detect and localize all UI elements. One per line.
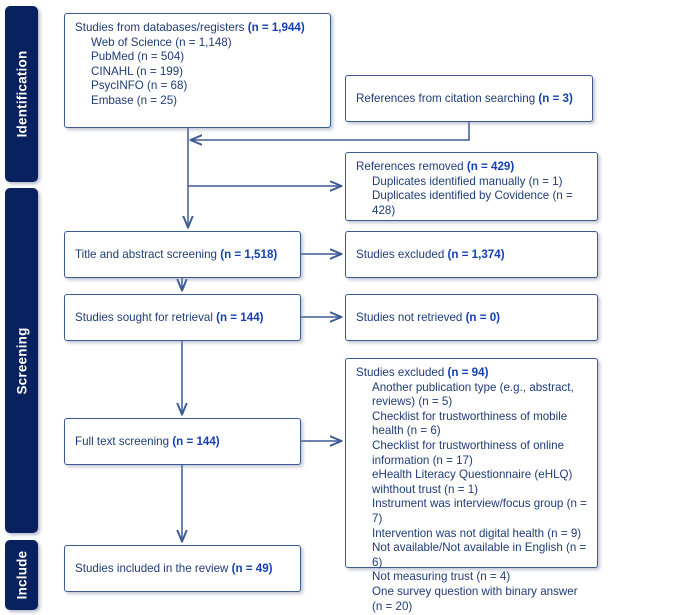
box-removed-header-text: References removed xyxy=(356,160,467,173)
stage-bar-include: Include xyxy=(5,540,38,610)
box-included-header: Studies included in the review (n = 49) xyxy=(75,562,273,577)
box-excluded-fulltext-header-count: (n = 94) xyxy=(447,366,489,379)
box-citation-header-count: (n = 3) xyxy=(538,91,573,105)
box-not-retrieved-header-text: Studies not retrieved xyxy=(356,310,466,324)
box-title-and-abstract-screening: Title and abstract screening (n = 1,518) xyxy=(64,231,301,278)
box-studies-excluded-fulltext: Studies excluded (n = 94) Another public… xyxy=(345,358,598,615)
box-databases-item-0: Web of Science (n = 1,148) xyxy=(91,35,232,49)
box-removed-header: References removed (n = 429) xyxy=(356,160,589,175)
box-studies-sought-for-retrieval: Studies sought for retrieval (n = 144) xyxy=(64,294,301,341)
box-full-text-header-count: (n = 144) xyxy=(172,434,220,448)
box-excluded-fulltext-item-4: Instrument was interview/focus group (n … xyxy=(372,497,587,525)
box-excluded-fulltext-item-3: eHealth Literacy Questionnaire (eHLQ) wi… xyxy=(372,468,573,496)
box-databases-header-text: Studies from databases/registers xyxy=(75,21,248,34)
box-title-abstract-header: Title and abstract screening (n = 1,518) xyxy=(75,248,277,263)
box-databases-item-1: PubMed (n = 504) xyxy=(91,50,185,64)
box-studies-included-in-review: Studies included in the review (n = 49) xyxy=(64,545,301,592)
box-removed-item-1: Duplicates identified by Covidence (n = … xyxy=(372,189,573,217)
box-excluded-screening-header-text: Studies excluded xyxy=(356,247,448,261)
box-citation-header: References from citation searching (n = … xyxy=(356,92,573,107)
stage-label-include: Include xyxy=(14,550,29,600)
stage-label-screening: Screening xyxy=(14,326,29,395)
box-excluded-fulltext-item-6: Not available/Not available in English (… xyxy=(372,541,587,569)
box-excluded-fulltext-header-text: Studies excluded xyxy=(356,366,448,379)
box-databases-item-2: CINAHL (n = 199) xyxy=(91,64,184,78)
box-sought-retrieval-header-text: Studies sought for retrieval xyxy=(75,310,217,324)
box-excluded-fulltext-item-0: Another publication type (e.g., abstract… xyxy=(372,380,574,409)
box-excluded-fulltext-item-5: Intervention was not digital health (n =… xyxy=(372,526,582,540)
box-removed-header-count: (n = 429) xyxy=(466,160,515,173)
box-excluded-fulltext-header: Studies excluded (n = 94) xyxy=(356,366,589,381)
box-title-abstract-header-text: Title and abstract screening xyxy=(75,247,221,261)
box-databases-header: Studies from databases/registers (n = 1,… xyxy=(75,21,322,36)
box-sought-retrieval-header-count: (n = 144) xyxy=(216,310,264,324)
box-references-removed: References removed (n = 429) Duplicates … xyxy=(345,152,598,221)
box-databases-item-3: PsycINFO (n = 68) xyxy=(91,79,188,93)
box-not-retrieved-header: Studies not retrieved (n = 0) xyxy=(356,311,500,326)
box-not-retrieved-header-count: (n = 0) xyxy=(465,310,501,324)
box-title-abstract-header-count: (n = 1,518) xyxy=(220,247,278,261)
box-studies-excluded-screening: Studies excluded (n = 1,374) xyxy=(345,231,598,278)
box-full-text-header-text: Full text screening xyxy=(75,434,173,448)
box-excluded-fulltext-item-2: Checklist for trustworthiness of online … xyxy=(372,438,565,467)
box-sought-retrieval-header: Studies sought for retrieval (n = 144) xyxy=(75,311,264,326)
box-removed-item-0: Duplicates identified manually (n = 1) xyxy=(372,174,563,188)
box-excluded-screening-header-count: (n = 1,374) xyxy=(447,247,505,261)
box-included-header-text: Studies included in the review xyxy=(75,561,232,575)
box-excluded-screening-header: Studies excluded (n = 1,374) xyxy=(356,248,505,263)
stage-bar-screening: Screening xyxy=(5,188,38,533)
box-excluded-fulltext-item-8: One survey question with binary answer (… xyxy=(372,584,578,613)
stage-bar-identification: Identification xyxy=(5,6,38,182)
box-studies-from-databases: Studies from databases/registers (n = 1,… xyxy=(64,13,331,128)
box-databases-item-4: Embase (n = 25) xyxy=(91,93,178,107)
box-references-from-citation-searching: References from citation searching (n = … xyxy=(345,75,593,122)
box-excluded-fulltext-item-7: Not measuring trust (n = 4) xyxy=(372,570,511,584)
box-full-text-screening: Full text screening (n = 144) xyxy=(64,418,301,465)
box-databases-header-count: (n = 1,944) xyxy=(247,21,305,34)
box-full-text-header: Full text screening (n = 144) xyxy=(75,435,220,450)
box-studies-not-retrieved: Studies not retrieved (n = 0) xyxy=(345,294,598,341)
stage-label-identification: Identification xyxy=(14,50,29,138)
box-included-header-count: (n = 49) xyxy=(231,561,273,575)
box-citation-header-text: References from citation searching xyxy=(356,91,539,105)
box-excluded-fulltext-item-1: Checklist for trustworthiness of mobile … xyxy=(372,409,568,438)
